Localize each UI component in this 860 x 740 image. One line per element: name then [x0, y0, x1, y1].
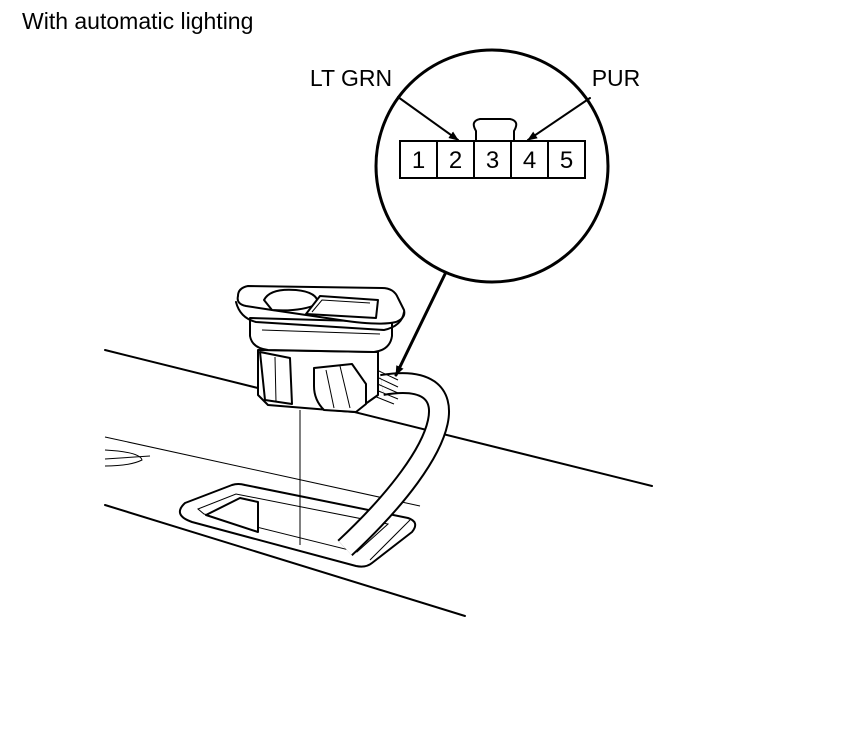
pin-number-2: 2: [449, 147, 462, 174]
switch-body: [235, 285, 406, 545]
pin-number-1: 1: [412, 147, 425, 174]
pur-wire-arrow: [527, 97, 591, 141]
pin-cell-5: [547, 140, 586, 179]
pin-number-3: 3: [486, 147, 499, 174]
callout-pointer-arrow: [394, 270, 448, 377]
wire-label-lt-grn: LT GRN: [310, 65, 392, 91]
pin-number-4: 4: [523, 147, 536, 174]
wire-harness: [337, 363, 450, 557]
pin-cell-2: [436, 140, 475, 179]
diagram-caption: With automatic lighting: [22, 8, 254, 34]
connector-lock-tab: [472, 118, 518, 142]
pin-cell-1: [399, 140, 438, 179]
pin-cell-4: [510, 140, 549, 179]
lt-grn-wire-arrow: [397, 96, 459, 141]
pin-number-5: 5: [560, 147, 573, 174]
mounting-hole: [178, 483, 417, 568]
trim-panel: [104, 349, 653, 617]
wire-label-pur: PUR: [592, 65, 641, 91]
